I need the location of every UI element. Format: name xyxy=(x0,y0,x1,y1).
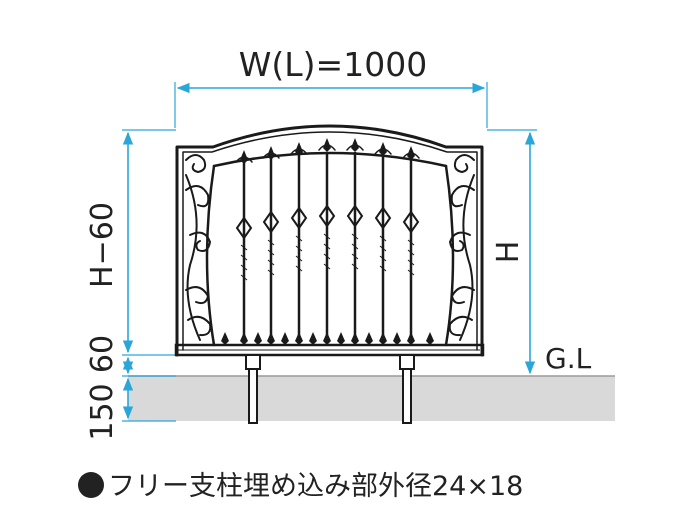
width-label: W(L)=1000 xyxy=(239,45,427,84)
left-height-dimension xyxy=(122,129,176,422)
bottom-gap-label: 60 xyxy=(85,335,120,373)
ground-block xyxy=(128,376,615,421)
height-minus-label: H−60 xyxy=(85,202,120,288)
fence-panel xyxy=(174,124,485,424)
ground-line-label: G.L xyxy=(545,342,592,375)
width-dimension xyxy=(174,82,488,128)
bullet-icon xyxy=(78,472,104,498)
height-label: H xyxy=(491,241,526,264)
post-spec-text: フリー支柱埋め込み部外径24×18 xyxy=(108,471,524,502)
embed-depth-label: 150 xyxy=(85,383,120,440)
post-spec-note: フリー支柱埋め込み部外径24×18 xyxy=(78,464,523,503)
right-height-dimension xyxy=(487,129,537,375)
